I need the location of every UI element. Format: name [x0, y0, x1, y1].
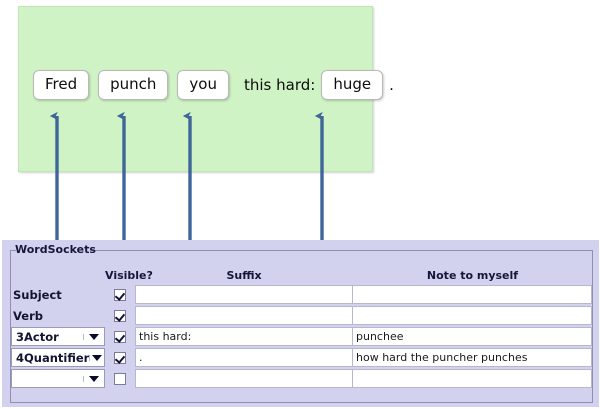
suffix-input[interactable]: . — [135, 348, 353, 367]
note-input[interactable]: punchee — [353, 327, 592, 346]
row-label-text: Verb — [13, 308, 43, 323]
note-value: punchee — [356, 330, 404, 343]
group-box-border-top-left — [10, 250, 16, 251]
wordsockets-panel: WordSockets Visible? Suffix Note to myse… — [2, 240, 599, 407]
row-combo-actor[interactable]: 3Actor — [11, 327, 105, 346]
note-input[interactable] — [353, 306, 592, 325]
chevron-down-icon[interactable] — [83, 375, 104, 382]
chevron-down-icon[interactable] — [89, 354, 104, 361]
suffix-value: this hard: — [139, 330, 192, 343]
row-label-text: 4Quantifier — [16, 350, 90, 365]
suffix-input[interactable] — [135, 285, 353, 304]
word-chip-quantifier[interactable]: huge — [321, 70, 384, 100]
static-suffix-this-hard: this hard: — [243, 76, 316, 94]
column-header-note: Note to myself — [426, 269, 519, 282]
visible-checkbox-cell[interactable] — [105, 284, 135, 305]
word-chip-actor[interactable]: you — [177, 70, 229, 100]
note-value: how hard the puncher punches — [356, 351, 528, 364]
table-row: 4Quantifier . how hard the puncher punch… — [11, 347, 592, 368]
table-row: Verb — [11, 305, 592, 326]
row-label-text: Subject — [13, 287, 62, 302]
group-box-border-top-right — [90, 250, 593, 251]
suffix-input[interactable] — [135, 306, 353, 325]
row-label-text: 3Actor — [16, 329, 59, 344]
sentence-preview-panel: Fred punch you this hard: huge . — [18, 6, 394, 172]
group-box-border — [10, 250, 593, 403]
checkbox-icon[interactable] — [114, 372, 126, 385]
row-combo-empty[interactable] — [11, 369, 105, 388]
row-label-subject: Subject — [11, 284, 105, 305]
suffix-input[interactable] — [135, 369, 353, 388]
visible-checkbox-cell[interactable] — [105, 326, 135, 347]
suffix-input[interactable]: this hard: — [135, 327, 353, 346]
chevron-down-icon[interactable] — [83, 333, 104, 340]
row-combo-quantifier[interactable]: 4Quantifier — [11, 348, 105, 367]
visible-checkbox-cell[interactable] — [105, 347, 135, 368]
visible-checkbox-cell[interactable] — [105, 368, 135, 389]
suffix-value: . — [139, 351, 143, 364]
table-row: Subject — [11, 284, 592, 305]
checkbox-icon[interactable] — [114, 288, 126, 301]
column-header-suffix: Suffix — [226, 269, 262, 282]
table-header-row: Visible? Suffix Note to myself — [11, 262, 592, 284]
word-chip-subject[interactable]: Fred — [33, 70, 90, 100]
table-row — [11, 368, 592, 389]
row-label-verb: Verb — [11, 305, 105, 326]
checkbox-icon[interactable] — [114, 330, 126, 343]
note-input[interactable]: how hard the puncher punches — [353, 348, 592, 367]
column-header-visible: Visible? — [105, 269, 153, 282]
checkbox-icon[interactable] — [114, 309, 126, 322]
static-period: . — [389, 76, 394, 94]
sentence-word-row: Fred punch you this hard: huge . — [33, 70, 400, 100]
visible-checkbox-cell[interactable] — [105, 305, 135, 326]
table-row: 3Actor this hard: punchee — [11, 326, 592, 347]
group-box-title: WordSockets — [15, 243, 96, 256]
note-input[interactable] — [353, 285, 592, 304]
checkbox-icon[interactable] — [114, 351, 126, 364]
word-chip-verb[interactable]: punch — [98, 70, 169, 100]
note-input[interactable] — [353, 369, 592, 388]
wordsockets-table: Visible? Suffix Note to myself Subject V… — [11, 262, 592, 389]
